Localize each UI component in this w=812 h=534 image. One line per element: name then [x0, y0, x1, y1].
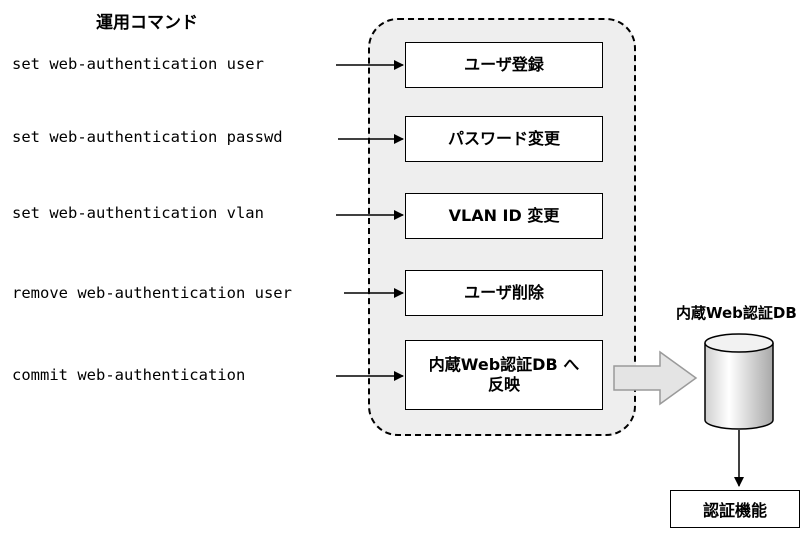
command-commit: commit web-authentication [12, 366, 246, 384]
command-passwd: set web-authentication passwd [12, 128, 283, 146]
command-remove-user: remove web-authentication user [12, 284, 292, 302]
reflect-arrow [613, 350, 698, 406]
function-passwd-change: パスワード変更 [405, 116, 603, 162]
auth-function-box: 認証機能 [670, 490, 800, 528]
command-vlan: set web-authentication vlan [12, 204, 264, 222]
function-reflect-db: 内蔵Web認証DB へ 反映 [405, 340, 603, 410]
database-cylinder-icon [704, 333, 774, 430]
function-vlan-change: VLAN ID 変更 [405, 193, 603, 239]
commands-heading: 運用コマンド [96, 13, 198, 33]
command-user-add: set web-authentication user [12, 55, 264, 73]
function-user-delete: ユーザ削除 [405, 270, 603, 316]
function-user-register: ユーザ登録 [405, 42, 603, 88]
db-label: 内蔵Web認証DB [676, 304, 797, 322]
